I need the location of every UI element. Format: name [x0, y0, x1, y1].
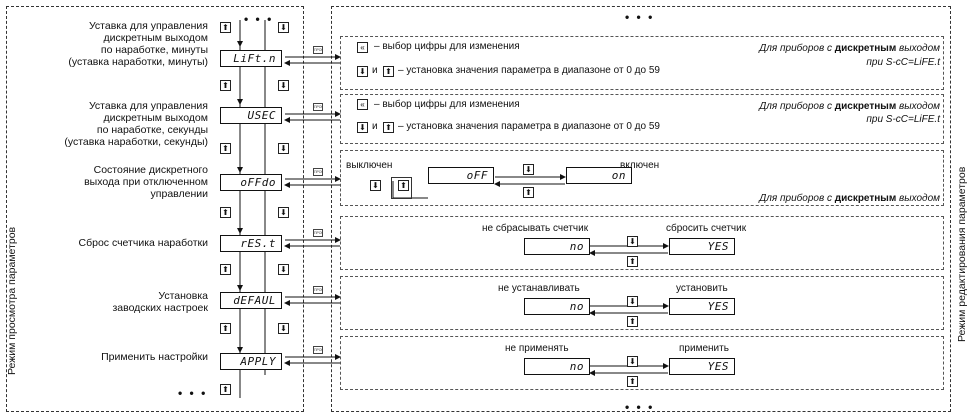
panel3-off-display: oFF: [428, 167, 494, 184]
prog-button[interactable]: ПРОГ: [313, 46, 323, 54]
up-button[interactable]: ⬆: [220, 323, 231, 334]
panel5-left-label: не устанавливать: [498, 283, 580, 294]
edit-panel-minutes: [340, 36, 944, 90]
down-button[interactable]: ⬇: [627, 296, 638, 307]
edit-panel-seconds: [340, 94, 944, 144]
prog-button[interactable]: ПРОГ: [313, 229, 323, 237]
left-button[interactable]: «: [357, 42, 368, 53]
panel3-on-label: включен: [620, 160, 660, 171]
edit-panel-output-state: [340, 150, 944, 206]
panel4-right-display: YES: [669, 238, 735, 255]
up-button[interactable]: ⬆: [220, 22, 231, 33]
panel3-inner-box: [391, 177, 412, 199]
bottom-ellipsis-left: • • •: [178, 386, 208, 400]
up-button[interactable]: ⬆: [220, 384, 231, 395]
panel5-right-label: установить: [676, 283, 728, 294]
edit-panel-apply: [340, 336, 944, 390]
up-button[interactable]: ⬆: [398, 180, 409, 191]
panel6-left-label: не применять: [505, 343, 569, 354]
down-button[interactable]: ⬇: [278, 22, 289, 33]
panel1-note: Для приборов с дискретным выходом: [759, 43, 940, 54]
param-desc-5: Применить настройки: [101, 351, 208, 363]
param-display-4: dEFAUL: [220, 292, 282, 309]
down-button[interactable]: ⬇: [278, 207, 289, 218]
down-button[interactable]: ⬇: [627, 236, 638, 247]
up-button[interactable]: ⬆: [523, 187, 534, 198]
down-button[interactable]: ⬇: [278, 264, 289, 275]
up-button[interactable]: ⬆: [383, 122, 394, 133]
panel6-right-display: YES: [669, 358, 735, 375]
down-button[interactable]: ⬇: [370, 180, 381, 191]
panel1-and: и: [372, 65, 378, 76]
top-ellipsis-right: • • •: [625, 10, 655, 24]
panel4-left-label: не сбрасывать счетчик: [482, 223, 589, 234]
down-button[interactable]: ⬇: [523, 164, 534, 175]
down-button[interactable]: ⬇: [278, 80, 289, 91]
down-button[interactable]: ⬇: [357, 66, 368, 77]
panel3-note: Для приборов с дискретным выходом: [759, 193, 940, 204]
prog-button[interactable]: ПРОГ: [313, 346, 323, 354]
param-desc-0: Уставка для управления дискретным выходо…: [68, 20, 208, 68]
param-display-2: oFFdo: [220, 174, 282, 191]
panel1-line2: – установка значения параметра в диапазо…: [398, 65, 660, 76]
panel2-line1: – выбор цифры для изменения: [374, 99, 520, 110]
panel1-note-mode: при S-cC=LiFE.t: [866, 57, 940, 68]
up-button[interactable]: ⬆: [220, 264, 231, 275]
down-button[interactable]: ⬇: [278, 143, 289, 154]
edit-panel-reset: [340, 216, 944, 270]
top-ellipsis-left: • • •: [244, 12, 274, 26]
left-button[interactable]: «: [357, 99, 368, 110]
down-button[interactable]: ⬇: [627, 356, 638, 367]
panel5-right-display: YES: [669, 298, 735, 315]
prog-button[interactable]: ПРОГ: [313, 103, 323, 111]
panel3-off-label: выключен: [346, 160, 393, 171]
prog-button[interactable]: ПРОГ: [313, 286, 323, 294]
panel2-and: и: [372, 121, 378, 132]
param-desc-1: Уставка для управления дискретным выходо…: [64, 100, 208, 148]
prog-button[interactable]: ПРОГ: [313, 168, 323, 176]
bottom-ellipsis-right: • • •: [625, 400, 655, 414]
panel2-note-mode: при S-cC=LiFE.t: [866, 114, 940, 125]
panel3-on-display: on: [566, 167, 632, 184]
param-display-5: APPLY: [220, 353, 282, 370]
panel6-left-display: no: [524, 358, 590, 375]
panel1-line1: – выбор цифры для изменения: [374, 41, 520, 52]
panel4-right-label: сбросить счетчик: [666, 223, 747, 234]
down-button[interactable]: ⬇: [357, 122, 368, 133]
param-desc-2: Состояние дискретного выхода при отключе…: [84, 164, 208, 200]
up-button[interactable]: ⬆: [220, 80, 231, 91]
panel4-left-display: no: [524, 238, 590, 255]
view-mode-frame: [6, 6, 304, 412]
panel6-right-label: применить: [679, 343, 729, 354]
up-button[interactable]: ⬆: [627, 376, 638, 387]
panel5-left-display: no: [524, 298, 590, 315]
param-display-3: rES.t: [220, 235, 282, 252]
param-display-1: USEC: [220, 107, 282, 124]
panel2-line2: – установка значения параметра в диапазо…: [398, 121, 660, 132]
up-button[interactable]: ⬆: [383, 66, 394, 77]
edit-panel-defaults: [340, 276, 944, 330]
edit-mode-frame: [331, 6, 951, 412]
panel2-note: Для приборов с дискретным выходом: [759, 101, 940, 112]
up-button[interactable]: ⬆: [627, 316, 638, 327]
param-desc-4: Установка заводских настроек: [112, 290, 208, 314]
up-button[interactable]: ⬆: [627, 256, 638, 267]
up-button[interactable]: ⬆: [220, 143, 231, 154]
down-button[interactable]: ⬇: [278, 323, 289, 334]
param-desc-3: Сброс счетчика наработки: [78, 237, 208, 249]
up-button[interactable]: ⬆: [220, 207, 231, 218]
param-display-0: LiFt.n: [220, 50, 282, 67]
